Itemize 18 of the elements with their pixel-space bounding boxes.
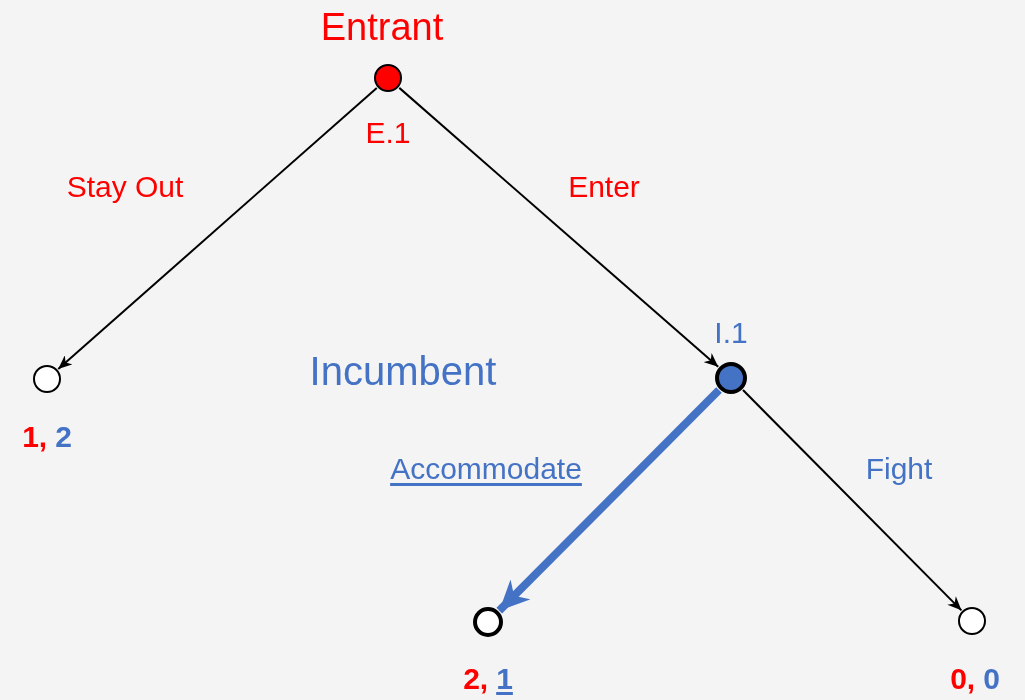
payoff-value: 0 — [983, 664, 1000, 694]
payoff-value: 0, — [950, 664, 976, 694]
payoff-value: 1 — [496, 664, 513, 694]
arrow — [398, 86, 720, 368]
terminal-node — [33, 365, 61, 393]
terminal-node — [473, 607, 503, 637]
decision-node — [715, 362, 747, 394]
node-label: E.1 — [365, 118, 411, 148]
arrow — [57, 86, 378, 371]
payoff-value: 2, — [463, 664, 489, 694]
decision-node — [374, 64, 402, 92]
node-label: I.1 — [714, 318, 748, 348]
arrow — [496, 387, 722, 614]
player-name: Incumbent — [309, 351, 497, 391]
player-name: Entrant — [320, 8, 444, 46]
payoff-value: 1, — [22, 422, 48, 452]
payoff-value: 2 — [55, 422, 72, 452]
terminal-node — [958, 607, 986, 635]
